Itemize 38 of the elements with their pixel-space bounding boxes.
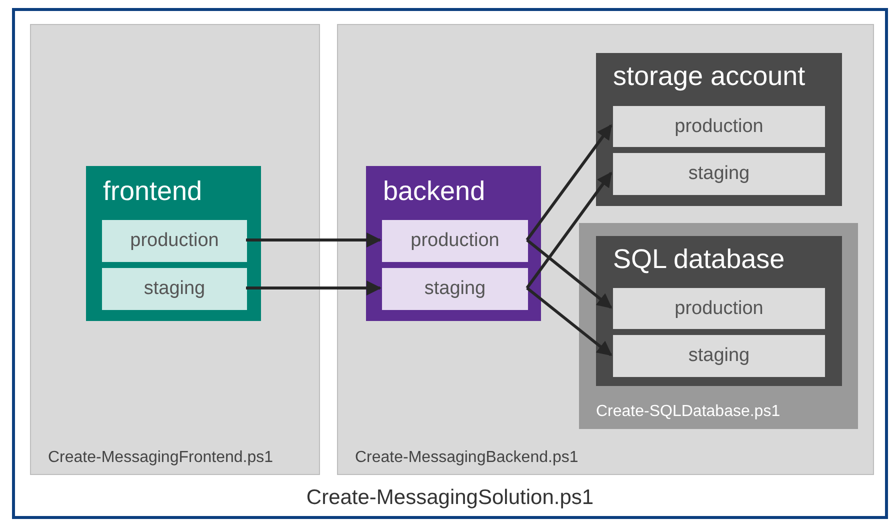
environment-label: staging — [687, 345, 751, 367]
environment-label: production — [674, 116, 764, 138]
service-title: backend — [383, 176, 486, 207]
service-title: SQL database — [613, 244, 785, 275]
script-label: Create-MessagingSolution.ps1 — [305, 486, 595, 510]
script-label: Create-MessagingBackend.ps1 — [355, 448, 580, 468]
environment-box — [102, 268, 247, 310]
arrow — [526, 286, 612, 356]
environment-box — [102, 220, 247, 262]
arrow — [246, 232, 382, 248]
environment-box — [613, 288, 825, 329]
service-box — [366, 166, 541, 321]
environment-label: production — [410, 230, 500, 252]
arrow — [526, 172, 612, 289]
environment-box — [382, 220, 528, 262]
service-box — [86, 166, 261, 321]
environment-box — [613, 153, 825, 195]
environment-label: staging — [142, 278, 206, 300]
solution-frame — [12, 8, 888, 519]
service-box — [596, 53, 842, 206]
service-title: storage account — [613, 61, 806, 92]
environment-label: staging — [423, 278, 487, 300]
environment-box — [613, 106, 825, 147]
environment-label: staging — [687, 163, 751, 185]
script-panel — [30, 24, 320, 475]
environment-label: production — [129, 230, 220, 252]
environment-box — [382, 268, 528, 310]
arrow — [526, 238, 612, 309]
script-panel — [579, 223, 858, 429]
arrow — [526, 124, 612, 241]
script-label: Create-SQLDatabase.ps1 — [596, 403, 780, 421]
service-box — [596, 236, 842, 386]
script-label: Create-MessagingFrontend.ps1 — [48, 448, 274, 468]
arrow — [246, 280, 382, 296]
service-title: frontend — [103, 176, 202, 207]
script-panel — [337, 24, 874, 475]
environment-box — [613, 335, 825, 377]
environment-label: production — [674, 298, 764, 320]
